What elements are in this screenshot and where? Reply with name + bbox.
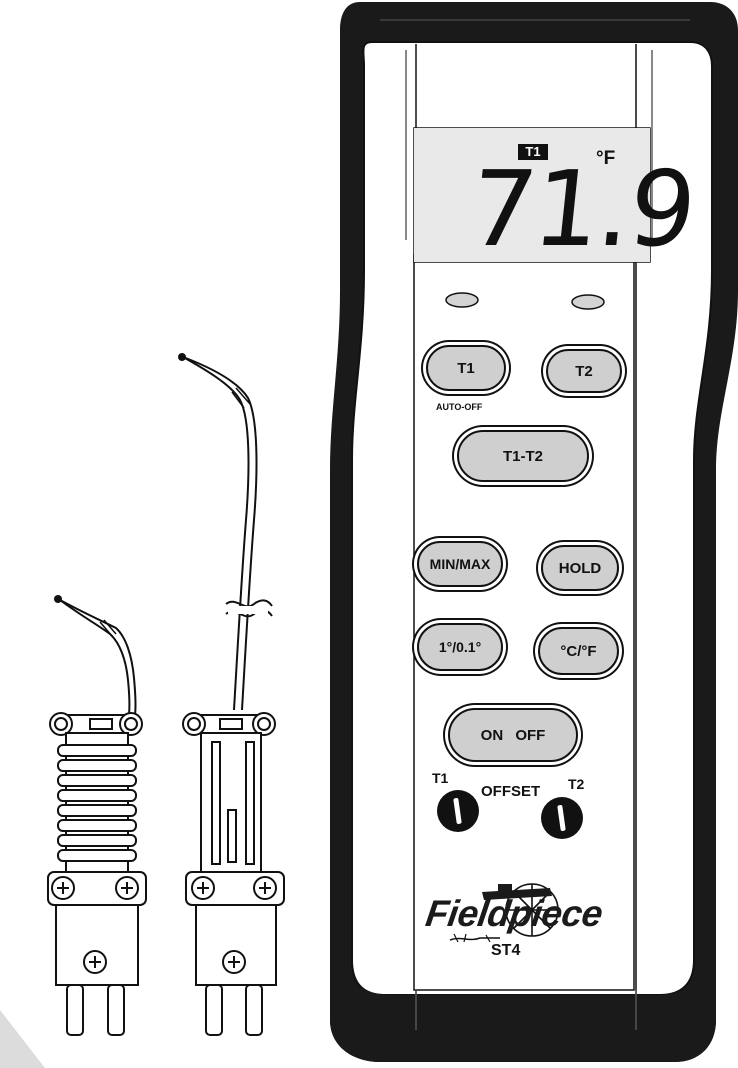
lcd-reading: 71.9 (463, 148, 700, 270)
model-name: ST4 (491, 942, 521, 959)
min-max-button[interactable]: MIN/MAX (417, 541, 503, 587)
left-led-indicator (446, 293, 478, 307)
unit-toggle-button-label: °C/°F (560, 642, 597, 660)
min-max-button-label: MIN/MAX (429, 556, 491, 572)
offset-t1-label: T1 (432, 770, 449, 786)
power-button-label: ON OFF (480, 726, 546, 744)
power-button[interactable]: ON OFF (448, 708, 578, 762)
offset-t2-label: T2 (568, 776, 585, 792)
hold-button-label: HOLD (558, 559, 602, 577)
t1-button-label: T1 (457, 359, 475, 377)
offset-t2-knob[interactable] (541, 797, 583, 839)
brand-emblem (449, 883, 559, 943)
resolution-button-label: 1°/0.1° (438, 639, 482, 655)
hold-button[interactable]: HOLD (541, 545, 619, 591)
t1-t2-button-label: T1-T2 (502, 447, 543, 465)
t2-button[interactable]: T2 (546, 349, 622, 393)
t1-button[interactable]: T1 (426, 345, 506, 391)
auto-off-label: AUTO-OFF (436, 402, 483, 412)
brand-name: Fieldpiece (423, 893, 605, 934)
offset-t1-knob[interactable] (437, 790, 479, 832)
offset-label: OFFSET (481, 783, 541, 800)
lcd-unit: °F (596, 148, 616, 169)
lcd-sensor-tag: T1 (518, 144, 548, 160)
t2-button-label: T2 (575, 362, 593, 380)
resolution-button[interactable]: 1°/0.1° (417, 623, 503, 671)
t1-t2-button[interactable]: T1-T2 (457, 430, 589, 482)
unit-toggle-button[interactable]: °C/°F (538, 627, 619, 675)
right-led-indicator (572, 295, 604, 309)
